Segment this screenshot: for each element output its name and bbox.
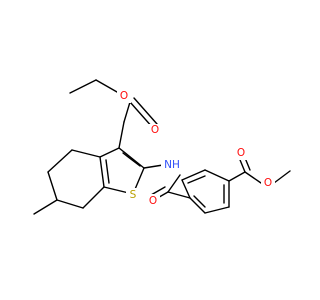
bond-c7a-c3a [99,156,105,188]
bond-c5-c6 [47,171,58,201]
bond-benz-esterc [228,171,246,182]
bond-ch3-ch2 [69,79,97,94]
bond-c3-c2 [118,147,145,169]
bond-ester-co-double-b [133,97,158,125]
bond-benz-2-3 [181,169,206,181]
bond-n-amidec [167,174,181,193]
bond-layer [33,79,291,215]
bond-mester-c-o [244,171,262,184]
bond-amide-co-b [150,186,166,196]
bond-c6-methyl [33,199,58,215]
bond-benz-inner-a [187,175,206,184]
bond-c3a-c4 [71,149,101,158]
bond-benz-inner-c [193,195,206,208]
amide-nh-label: NH [164,159,180,171]
amide-oxygen-label: O [149,195,157,207]
bond-oc-ester [123,101,131,123]
bond-c3a-c3 [99,147,120,158]
atom-label-layer: O O NH S O O O [117,90,275,207]
structure-diagram: O O NH S O O O [33,79,291,215]
thiophene-sulfur-label: S [130,189,137,201]
bond-c4-c5 [47,149,73,173]
bond-c3-c2-inner [122,152,141,167]
bond-benz-1-2 [181,179,191,199]
bond-ester-c3 [118,121,125,149]
methyl-ester-oxygen-double-label: O [237,147,245,159]
bond-benz-6-1 [189,197,206,214]
bond-benz-5-6 [204,206,230,214]
bond-c6-c7 [56,199,84,209]
bond-amide-benz [167,191,191,199]
bond-c7-c7a [82,186,105,209]
bond-c2-n [143,164,164,169]
bond-benz-3-4 [204,169,230,182]
ester-oxygen-double-label: O [151,124,159,136]
bond-ester-co-double-a [129,101,154,129]
bond-c7a-c3a-inner [105,159,110,184]
ester-oxygen-single-label: O [120,90,128,102]
bond-mester-o-ch3 [273,170,291,184]
methyl-ester-oxygen-single-label: O [264,177,272,189]
molecule-canvas: O O NH S O O O [33,79,291,215]
